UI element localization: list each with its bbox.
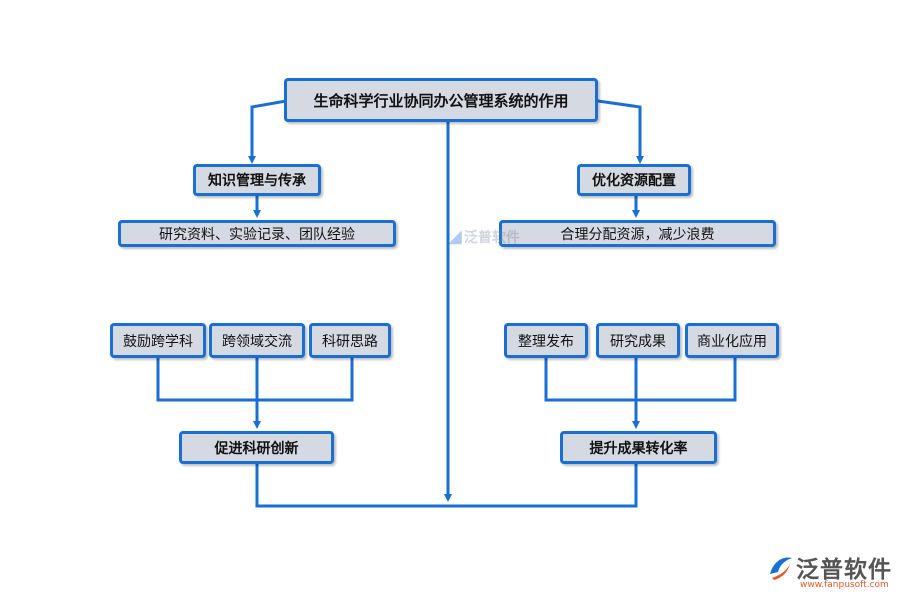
left-heading-node: 知识管理与传承 [193, 164, 321, 196]
left-result-node: 促进科研创新 [179, 431, 334, 464]
watermark-logo-icon: ◢ [448, 226, 462, 247]
connector-right-items [544, 355, 737, 402]
center-watermark: ◢ 泛普软件 [448, 226, 520, 247]
right-result-node: 提升成果转化率 [560, 431, 717, 464]
right-item-node: 研究成果 [596, 323, 680, 358]
right-item-node: 商业化应用 [685, 323, 779, 358]
connector-bottom-merge [255, 460, 638, 508]
brand-logo: 泛普软件 www.fanpusoft.com [766, 550, 892, 594]
brand-logo-icon [770, 557, 792, 580]
connector-root-right [596, 99, 644, 164]
connector-left-items [156, 355, 354, 402]
left-item-node: 科研思路 [309, 323, 391, 358]
left-item-node: 跨领域交流 [209, 323, 305, 358]
brand-logo-url: www.fanpusoft.com [800, 580, 889, 590]
right-detail-node: 合理分配资源，减少浪费 [499, 220, 776, 247]
right-item-node: 整理发布 [504, 323, 588, 358]
left-item-node: 鼓励跨学科 [110, 323, 206, 358]
connector-root-left [248, 99, 288, 164]
brand-logo-text: 泛普软件 [796, 557, 892, 583]
center-watermark-text: 泛普软件 [463, 229, 520, 246]
left-detail-node: 研究资料、实验记录、团队经验 [118, 220, 396, 247]
right-heading-node: 优化资源配置 [577, 164, 691, 196]
root-node: 生命科学行业协同办公管理系统的作用 [284, 78, 598, 122]
